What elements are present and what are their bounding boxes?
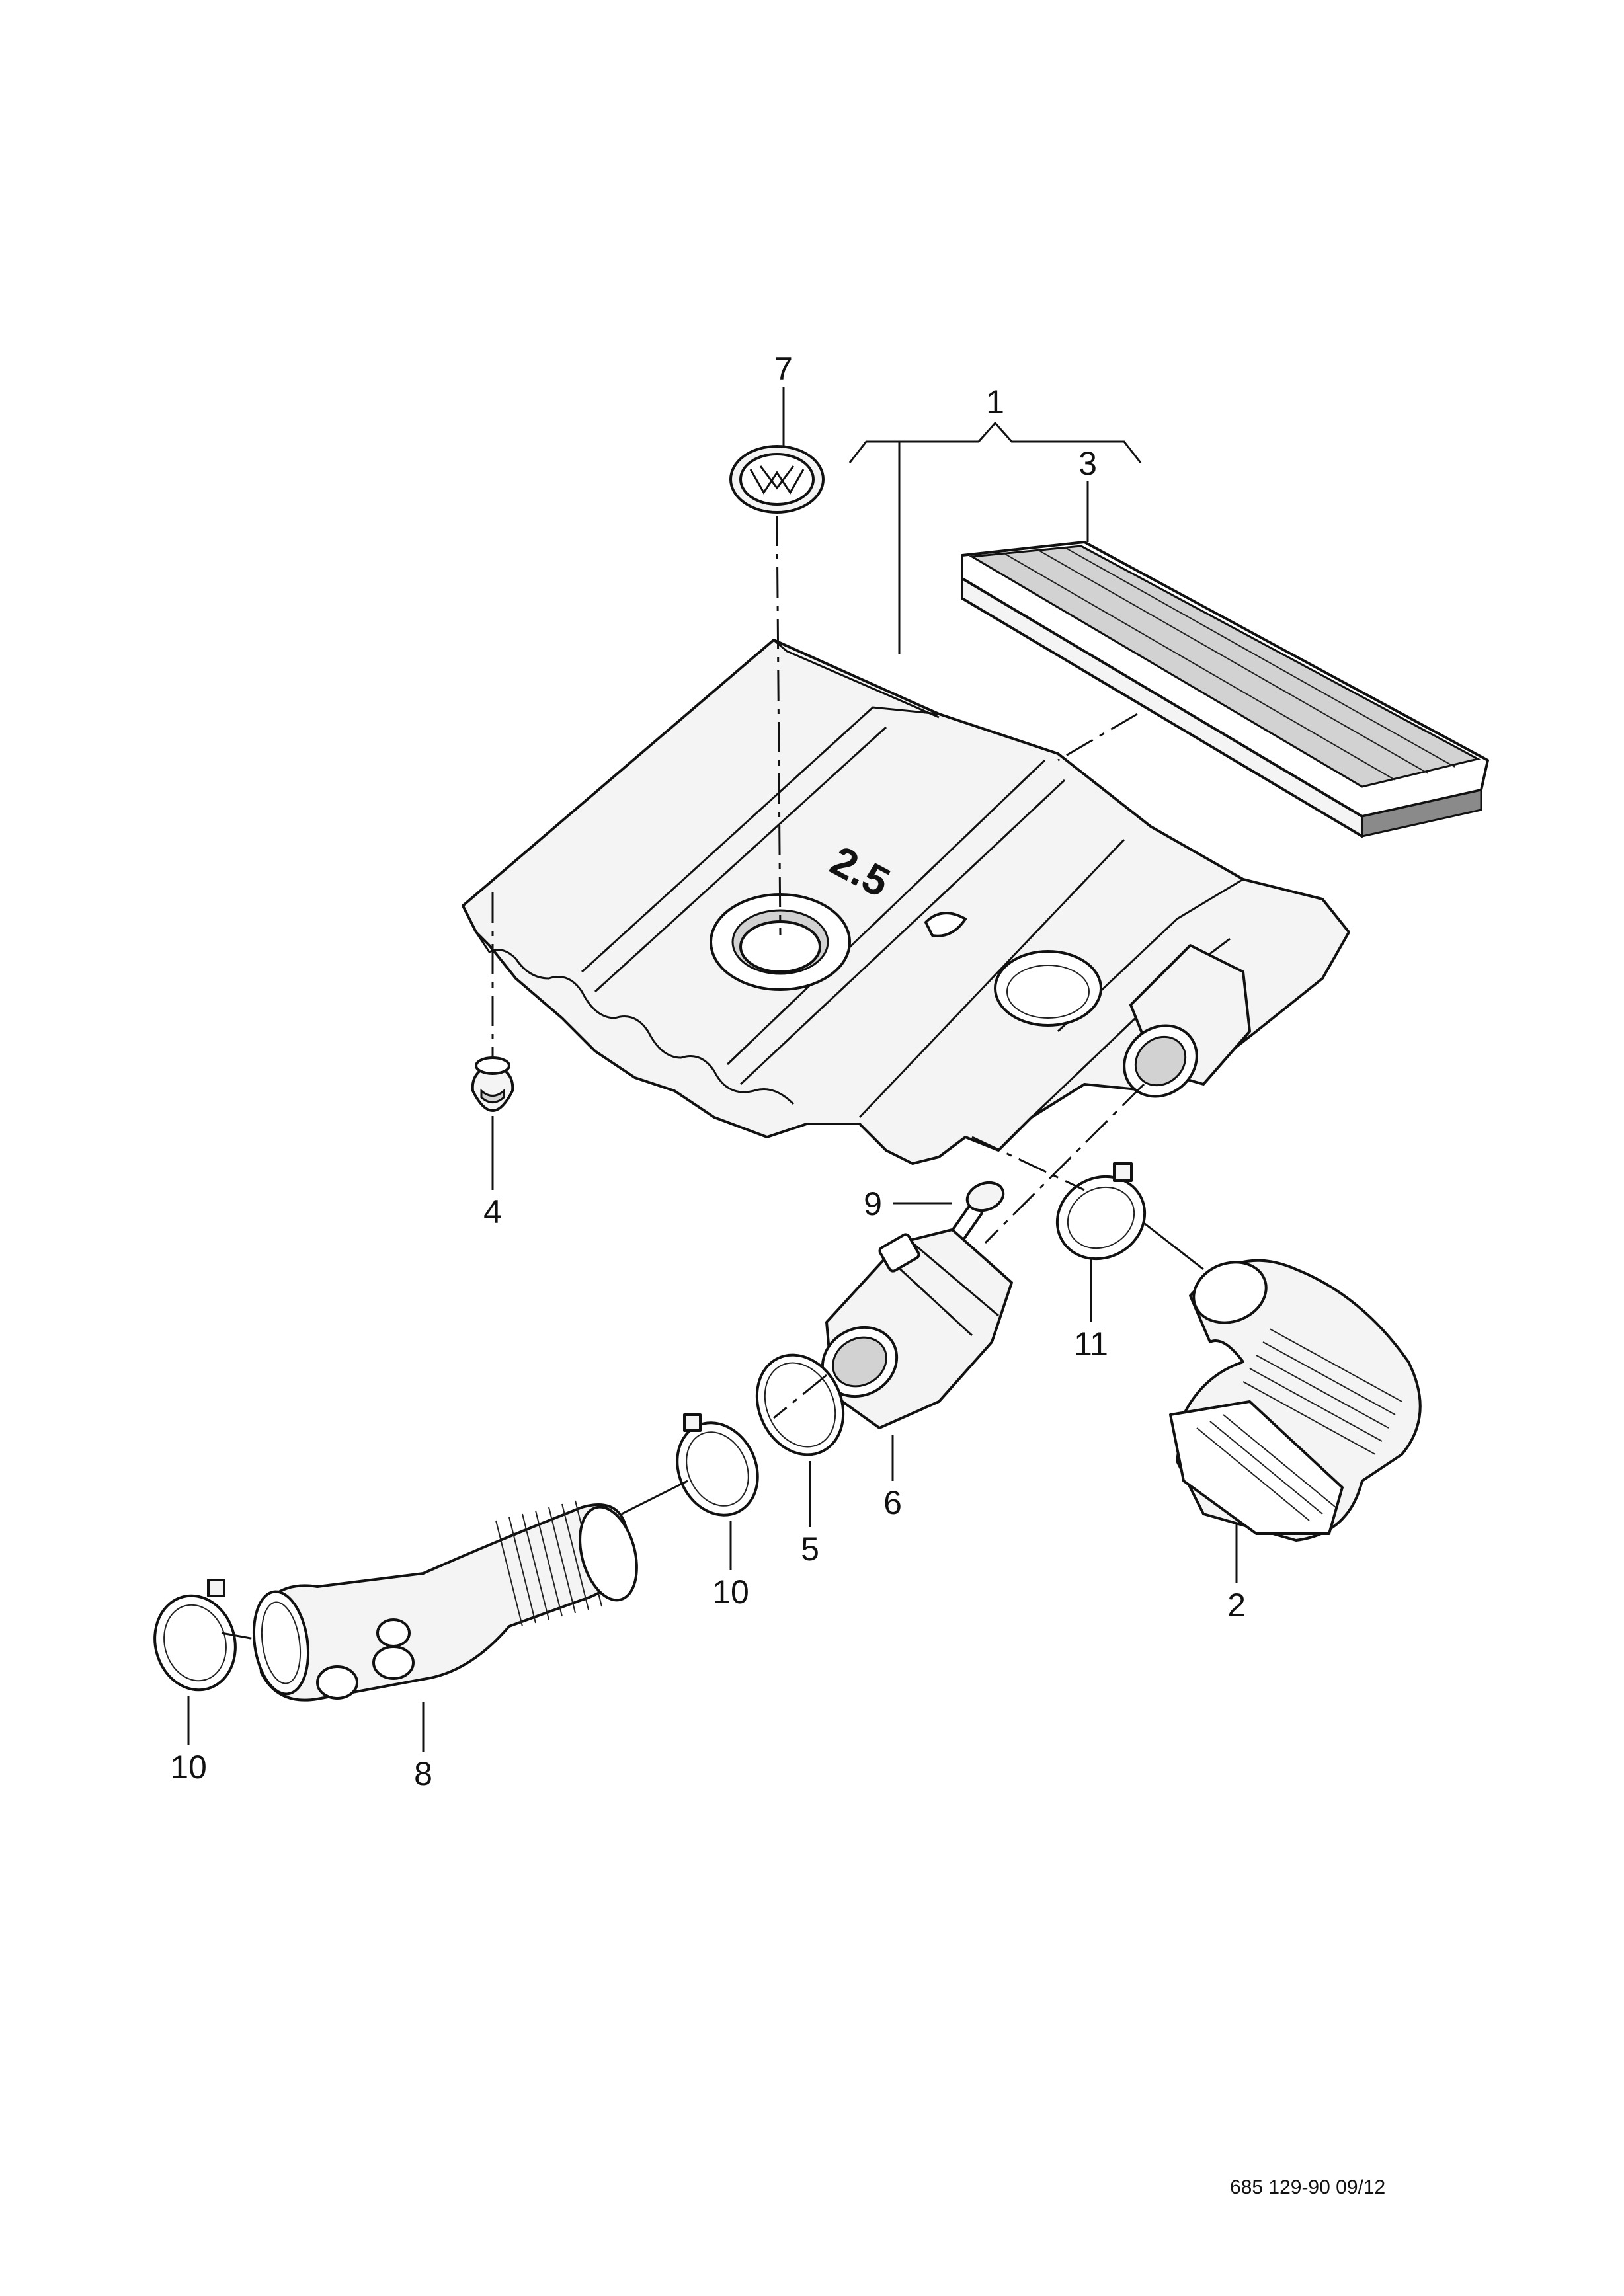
- hose-clamp-10-left: [144, 1580, 245, 1699]
- callout-10-left: 10: [170, 1749, 207, 1786]
- callout-7: 7: [774, 350, 793, 387]
- callout-8: 8: [414, 1755, 432, 1792]
- engine-cover: 2.5: [463, 640, 1349, 1164]
- callout-4: 4: [483, 1193, 502, 1230]
- intake-hose: [1170, 1253, 1420, 1540]
- air-filter-element: [962, 542, 1488, 836]
- callout-11: 11: [1074, 1326, 1108, 1363]
- leader-lines: [188, 387, 1237, 1752]
- callout-9: 9: [864, 1185, 882, 1222]
- callout-2: 2: [1227, 1587, 1246, 1624]
- vw-emblem: [731, 446, 823, 512]
- air-mass-meter: [810, 1230, 1012, 1428]
- assembly-centerlines: [222, 516, 1144, 1640]
- diagram-code: 685 129-90 09/12: [1230, 2176, 1385, 2198]
- callout-3: 3: [1078, 445, 1097, 482]
- grommet: [473, 1058, 513, 1111]
- hose-clamp-10-right: [663, 1409, 772, 1528]
- callout-1: 1: [986, 383, 1004, 420]
- callout-6: 6: [883, 1484, 902, 1521]
- callout-labels: 1 3 7 4 9 11 6 5 10 2 8 10: [170, 350, 1246, 1792]
- callout-5: 5: [801, 1530, 819, 1567]
- intake-pipe: [248, 1501, 647, 1700]
- hose-clamp-11: [1042, 1161, 1160, 1275]
- callout-10-right: 10: [712, 1573, 749, 1610]
